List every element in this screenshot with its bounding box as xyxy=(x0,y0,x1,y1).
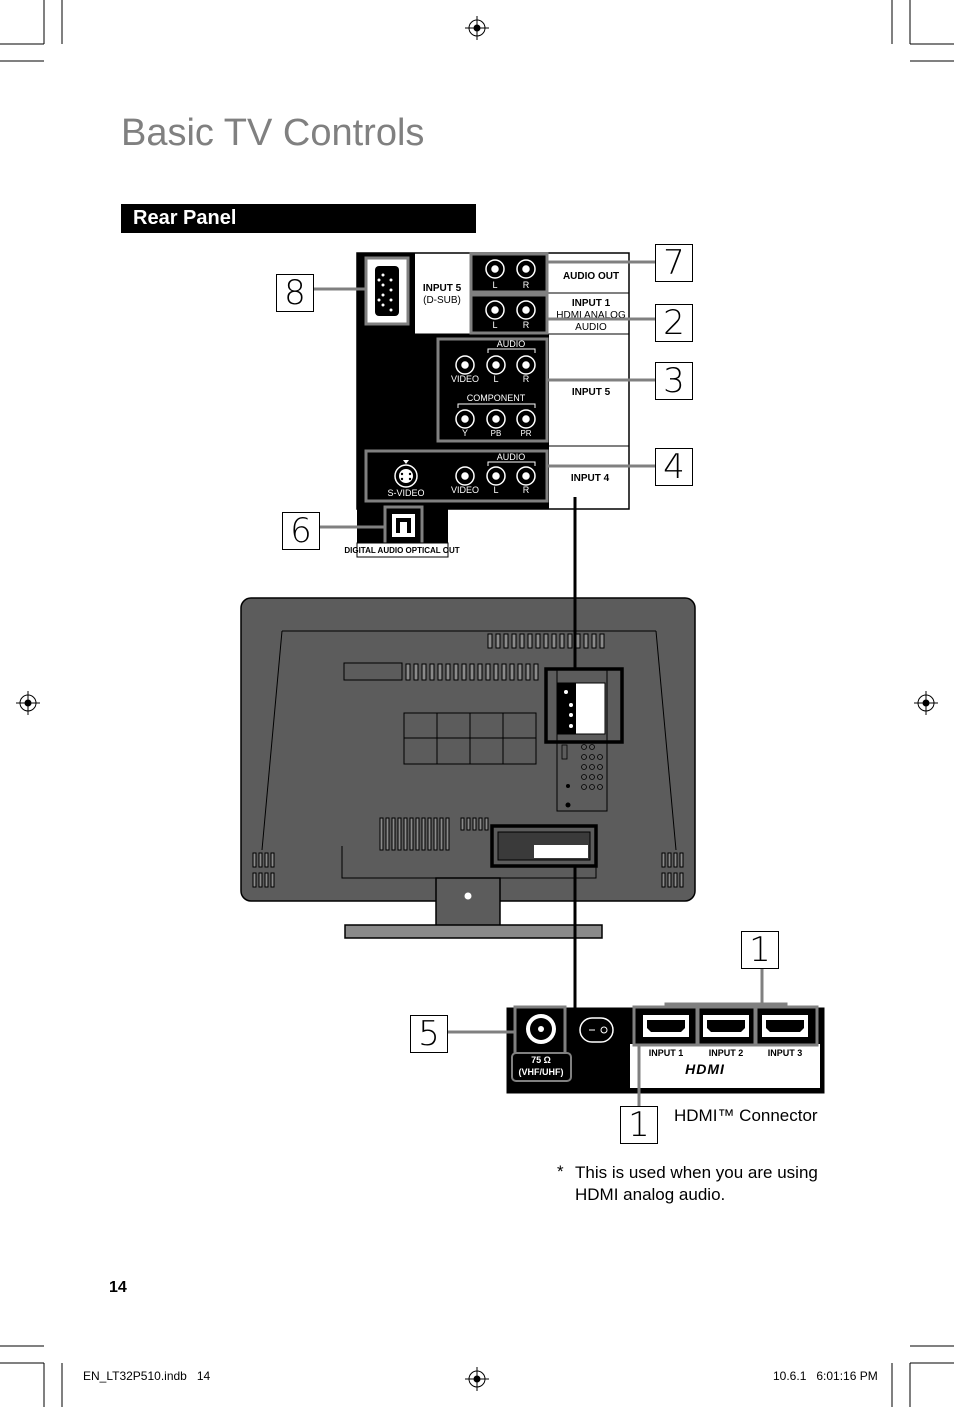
callout-6: 6 xyxy=(282,512,320,550)
registration-mark-top xyxy=(465,16,489,40)
label-hdmi-input1: INPUT 1 xyxy=(649,1048,684,1058)
registration-mark-right xyxy=(914,691,938,715)
label-l: L xyxy=(493,374,498,384)
label-hdmi-input2: INPUT 2 xyxy=(709,1048,744,1058)
callout-1-top: 1 xyxy=(741,931,779,969)
label-antenna-band: (VHF/UHF) xyxy=(519,1067,564,1077)
label-r: R xyxy=(523,280,530,290)
input4-av-jacks xyxy=(455,466,536,486)
label-input1: INPUT 1 xyxy=(572,298,611,309)
callout-3: 3 xyxy=(655,362,693,400)
audio-out-jacks xyxy=(485,259,536,279)
label-hdmi-analog: HDMI ANALOG xyxy=(556,310,626,321)
callout-2: 2 xyxy=(655,304,693,342)
label-input5: INPUT 5 xyxy=(572,387,611,398)
label-r: R xyxy=(523,320,530,330)
hdmi-logo: HDMI xyxy=(685,1061,725,1077)
label-y: Y xyxy=(462,428,468,438)
side-input-panel: INPUT 5 (D-SUB) L R AUDIO OUT L R INPUT … xyxy=(344,252,630,558)
callout-lines-upper xyxy=(313,260,655,529)
label-pr: PR xyxy=(520,429,531,438)
input5-av-jacks xyxy=(455,355,536,375)
label-component: COMPONENT xyxy=(467,393,526,403)
callout-1-bottom: 1 xyxy=(620,1106,658,1144)
registration-mark-bottom xyxy=(465,1367,489,1391)
callout-5: 5 xyxy=(410,1015,448,1053)
label-input5-dsub: INPUT 5 xyxy=(423,283,462,294)
label-audio-a: AUDIO xyxy=(497,339,526,349)
section-title: Rear Panel xyxy=(133,207,237,229)
footnote-text: This is used when you are using HDMI ana… xyxy=(575,1163,818,1204)
component-jacks xyxy=(455,409,536,429)
page-title: Basic TV Controls xyxy=(121,112,425,154)
hdmi-analog-audio-jacks xyxy=(485,300,536,320)
callout-8: 8 xyxy=(276,274,314,312)
tv-rear-illustration xyxy=(240,597,696,939)
callout-lines-lower xyxy=(448,969,788,1107)
svideo-jack xyxy=(394,460,418,488)
label-svideo: S-VIDEO xyxy=(387,488,424,498)
label-r: R xyxy=(523,485,530,495)
label-video-b: VIDEO xyxy=(451,485,479,495)
note-asterisk: * xyxy=(557,1162,564,1181)
label-video-a: VIDEO xyxy=(451,374,479,384)
footer-filename: EN_LT32P510.indb 14 xyxy=(83,1369,211,1383)
label-l: L xyxy=(493,485,498,495)
hdmi-connector-caption: HDMI™ Connector xyxy=(674,1106,818,1125)
label-audio-b: AUDIO xyxy=(497,452,526,462)
dsub-connector xyxy=(364,256,410,326)
section-header: Rear Panel xyxy=(121,204,476,233)
label-input4: INPUT 4 xyxy=(571,473,610,484)
label-audio: AUDIO xyxy=(575,322,607,333)
optical-jack xyxy=(392,514,415,537)
label-optical: DIGITAL AUDIO OPTICAL OUT xyxy=(344,546,459,555)
callout-7: 7 xyxy=(655,244,693,282)
footer-timestamp: 10.6.1 6:01:16 PM xyxy=(773,1369,878,1383)
label-l: L xyxy=(492,280,497,290)
label-l: L xyxy=(492,320,497,330)
label-pb: PB xyxy=(491,429,502,438)
page-number: 14 xyxy=(109,1279,127,1296)
callout-4: 4 xyxy=(655,448,693,486)
label-r: R xyxy=(523,374,530,384)
label-antenna-ohm: 75 Ω xyxy=(531,1055,551,1065)
bottom-terminal-panel: 75 Ω (VHF/UHF) INPUT 1 INPUT 2 INPUT 3 H… xyxy=(506,1005,825,1094)
label-hdmi-input3: INPUT 3 xyxy=(768,1048,803,1058)
label-dsub: (D-SUB) xyxy=(423,295,461,306)
hdmi-port-shapes xyxy=(643,1015,808,1037)
registration-mark-left xyxy=(16,691,40,715)
label-audio-out: AUDIO OUT xyxy=(563,271,619,282)
